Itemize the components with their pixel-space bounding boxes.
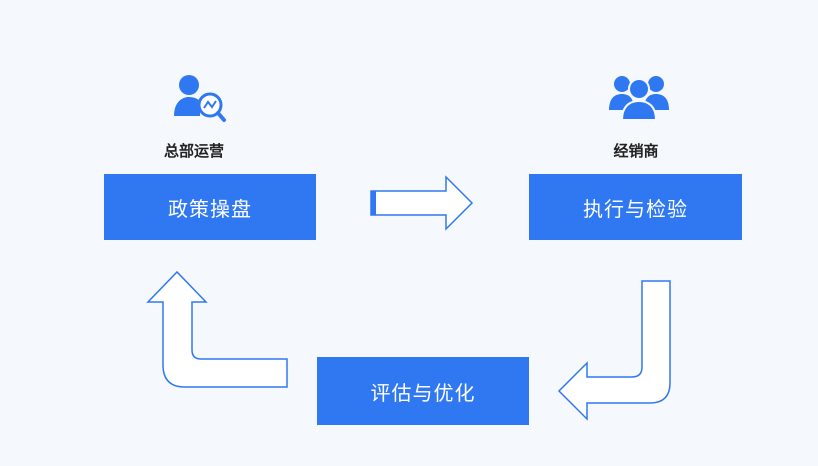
execute-label: 执行与检验 — [583, 196, 688, 221]
execute-box: 执行与检验 — [529, 174, 742, 240]
arrow-right — [370, 175, 474, 231]
evaluate-box: 评估与优化 — [317, 357, 529, 425]
policy-box: 政策操盘 — [104, 174, 316, 240]
policy-label: 政策操盘 — [168, 196, 252, 221]
hq-label: 总部运营 — [163, 142, 224, 160]
dealer-label: 经销商 — [613, 142, 659, 160]
arrow-up-left — [146, 270, 288, 388]
arrow-down-left — [557, 280, 671, 421]
user-analytics-icon — [174, 75, 226, 122]
group-icon — [609, 76, 669, 121]
evaluate-label: 评估与优化 — [370, 380, 476, 405]
